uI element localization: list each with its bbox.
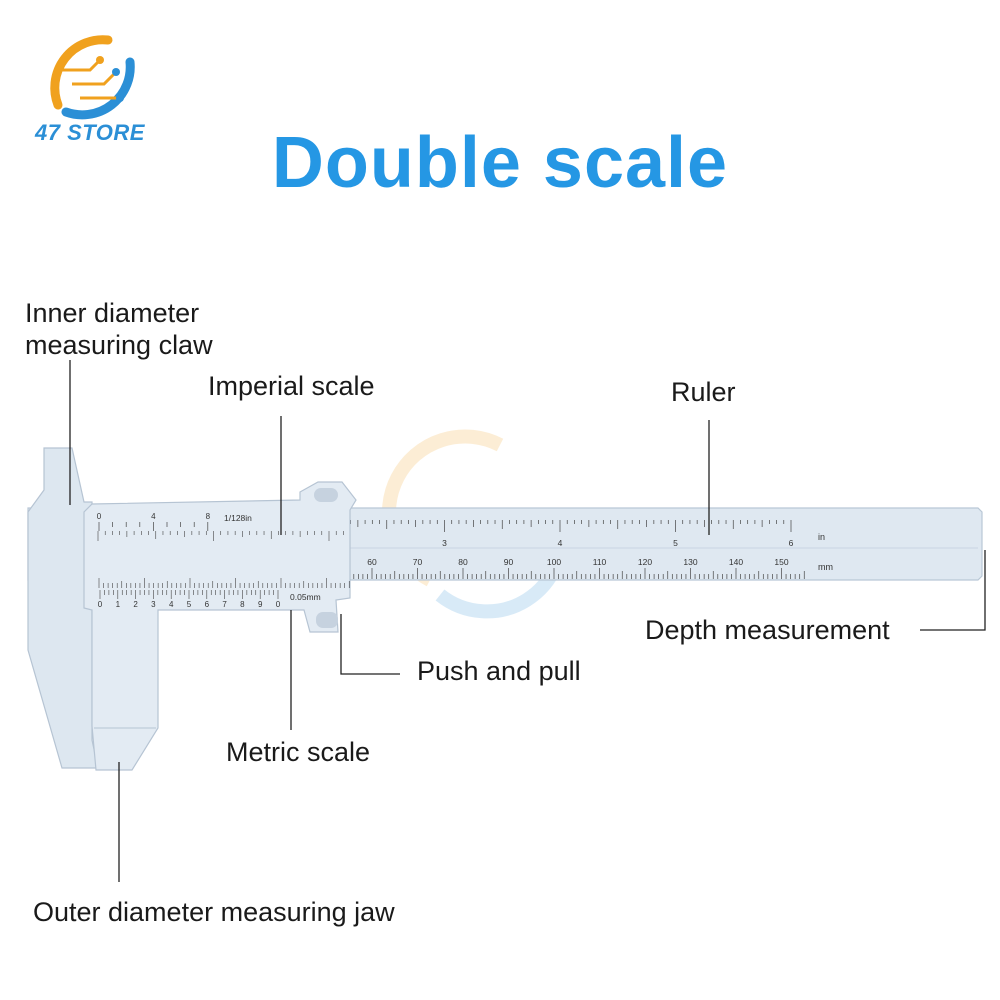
vernier-metric-label: 9 [258,600,263,609]
ruler-label: Ruler [671,377,736,407]
vernier-scale-ticks: 0 4 8 0 1 2 3 4 5 6 7 8 9 0 [97,512,350,609]
imperial-tick-label: 5 [673,538,678,548]
vernier-metric-label: 2 [133,600,138,609]
metric-scale-label: Metric scale [226,737,371,767]
vernier-metric-label: 0 [276,600,281,609]
vernier-metric-label: 0 [98,600,103,609]
metric-tick-label: 100 [547,557,561,567]
vernier-metric-label: 3 [151,600,156,609]
vernier-metric-label: 4 [169,600,174,609]
leader-lines [69,360,986,882]
imperial-tick-label: 3 [442,538,447,548]
inner-claw-label-line1: Inner diameter [25,298,200,328]
imperial-tick-label: 6 [789,538,794,548]
vernier-imperial-label: 0 [97,512,102,521]
push-pull-label: Push and pull [417,656,581,686]
metric-tick-label: 150 [774,557,788,567]
imperial-tick-label: 4 [558,538,563,548]
vernier-metric-label: 8 [240,600,245,609]
metric-tick-label: 80 [458,557,468,567]
store-name: 47 STORE [35,120,145,145]
vernier-metric-label: 6 [205,600,210,609]
metric-tick-label: 60 [367,557,377,567]
imperial-unit-label: in [818,532,825,542]
metric-tick-label: 120 [638,557,652,567]
metric-tick-label: 110 [593,557,607,567]
metric-scale-ticks: 0102030405060708090100110120130140150 [97,557,805,579]
outer-jaw-label: Outer diameter measuring jaw [33,897,395,927]
slider-metric-note: 0.05mm [290,592,321,602]
metric-tick-label: 70 [413,557,423,567]
metric-tick-label: 130 [683,557,697,567]
slider-imperial-note: 1/128in [224,513,252,523]
vernier-imperial-label: 8 [206,512,211,521]
vernier-metric-label: 7 [222,600,227,609]
depth-measurement-label: Depth measurement [645,615,890,645]
page-title: Double scale [271,123,729,203]
inner-claw-label: Inner diameter measuring claw [25,297,213,361]
vernier-imperial-label: 4 [151,512,156,521]
imperial-scale-label: Imperial scale [208,371,375,401]
vernier-metric-label: 5 [187,600,192,609]
vernier-metric-label: 1 [116,600,121,609]
metric-tick-label: 140 [729,557,743,567]
metric-tick-label: 90 [504,557,514,567]
store-logo-icon [50,35,135,120]
vernier-slider[interactable]: 0 4 8 0 1 2 3 4 5 6 7 8 9 0 1/128in 0.05mm [83,481,357,771]
metric-unit-label: mm [818,562,833,572]
inner-claw-label-line2: measuring claw [25,330,213,360]
